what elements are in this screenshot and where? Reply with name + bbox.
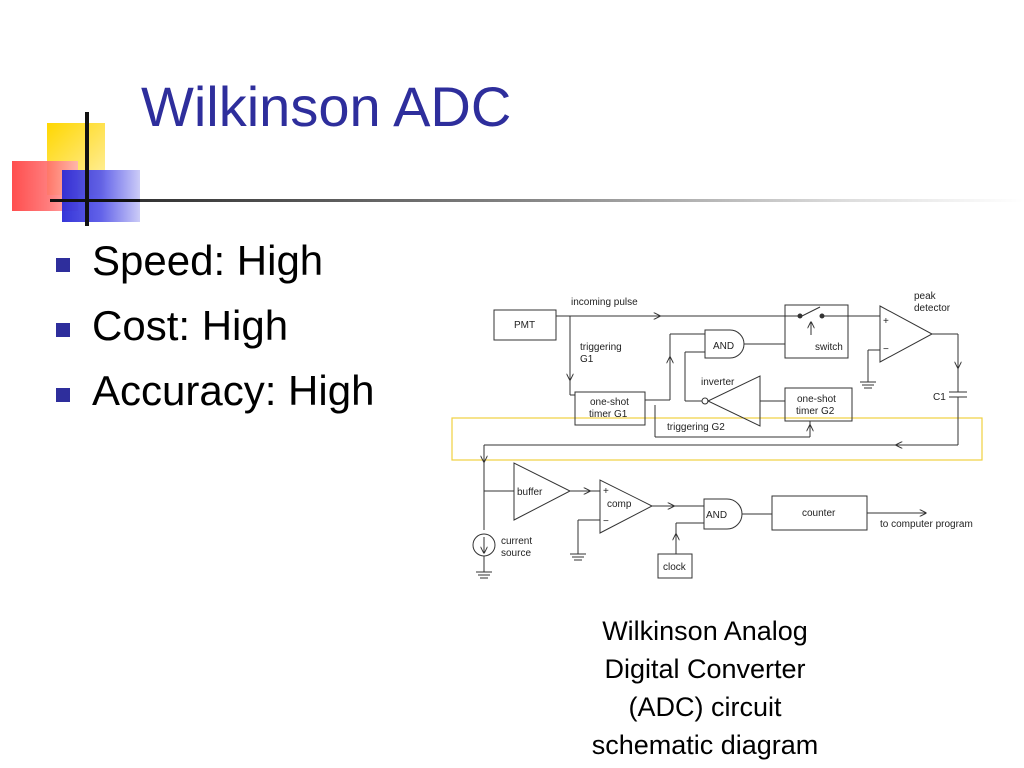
caption-line: Wilkinson Analog bbox=[602, 616, 808, 646]
vertical-line-decoration bbox=[85, 112, 89, 226]
caption-line: (ADC) circuit bbox=[628, 692, 782, 722]
label-current: current bbox=[501, 536, 532, 547]
peak-detector-amp bbox=[879, 305, 934, 363]
caption-line: Digital Converter bbox=[604, 654, 806, 684]
bullet-text: Speed: High bbox=[92, 237, 324, 284]
label-peak: peak bbox=[914, 291, 937, 302]
diagram-caption: Wilkinson Analog Digital Converter (ADC)… bbox=[560, 612, 850, 764]
highlight-box bbox=[451, 417, 983, 461]
bullet-text: Accuracy: High bbox=[92, 367, 375, 414]
caption-line: schematic diagram bbox=[591, 730, 819, 760]
label-c1: C1 bbox=[933, 392, 946, 403]
label-triggering-g1: triggering bbox=[580, 342, 622, 353]
label-triggering-g2: triggering G2 bbox=[667, 422, 725, 433]
title-underline bbox=[140, 199, 1024, 202]
one-shot-timer-g1-box bbox=[574, 391, 646, 426]
label-switch: switch bbox=[815, 342, 843, 353]
pmt-box bbox=[493, 309, 557, 341]
label-timer-g2: timer G2 bbox=[796, 406, 835, 417]
bullet-square-icon bbox=[56, 388, 70, 402]
label-buffer: buffer bbox=[517, 487, 543, 498]
label-and-top: AND bbox=[713, 341, 734, 352]
and-gate-bottom bbox=[703, 498, 743, 530]
blue-square-decoration bbox=[62, 170, 140, 222]
label-source: source bbox=[501, 548, 531, 559]
comparator-amp bbox=[599, 479, 654, 534]
label-inverter: inverter bbox=[701, 377, 735, 388]
label-pmt: PMT bbox=[514, 320, 535, 331]
label-one-shot-g1: one-shot bbox=[590, 397, 629, 408]
label-timer-g1: timer G1 bbox=[589, 409, 628, 420]
bullet-item-speed: Speed: High bbox=[56, 234, 374, 299]
label-detector: detector bbox=[914, 303, 951, 314]
label-plus-peak: + bbox=[883, 316, 889, 327]
label-plus-comp: + bbox=[603, 486, 609, 497]
label-to-computer: to computer program bbox=[880, 519, 973, 530]
label-comp: comp bbox=[607, 499, 632, 510]
adc-schematic-diagram: incoming pulse PMT triggering G1 AND swi… bbox=[451, 291, 983, 579]
page-title: Wilkinson ADC bbox=[141, 75, 512, 138]
horizontal-line-decoration bbox=[50, 199, 170, 202]
bullet-item-cost: Cost: High bbox=[56, 299, 374, 364]
label-incoming-pulse: incoming pulse bbox=[571, 297, 638, 308]
bullet-list: Speed: High Cost: High Accuracy: High bbox=[56, 234, 374, 429]
label-minus-peak: − bbox=[883, 344, 889, 355]
switch-box bbox=[784, 304, 849, 359]
bullet-text: Cost: High bbox=[92, 302, 289, 349]
label-clock: clock bbox=[663, 562, 687, 573]
bullet-item-accuracy: Accuracy: High bbox=[56, 364, 374, 429]
one-shot-timer-g2-box bbox=[784, 387, 853, 422]
label-one-shot-g2: one-shot bbox=[797, 394, 836, 405]
bullet-square-icon bbox=[56, 323, 70, 337]
label-triggering-g1-sub: G1 bbox=[580, 354, 594, 365]
label-counter: counter bbox=[802, 508, 836, 519]
and-gate-top bbox=[704, 329, 745, 359]
label-minus-comp: − bbox=[603, 516, 609, 527]
label-and-bottom: AND bbox=[706, 510, 727, 521]
slide-logo-decoration bbox=[0, 0, 200, 240]
clock-box bbox=[657, 553, 693, 579]
bullet-square-icon bbox=[56, 258, 70, 272]
